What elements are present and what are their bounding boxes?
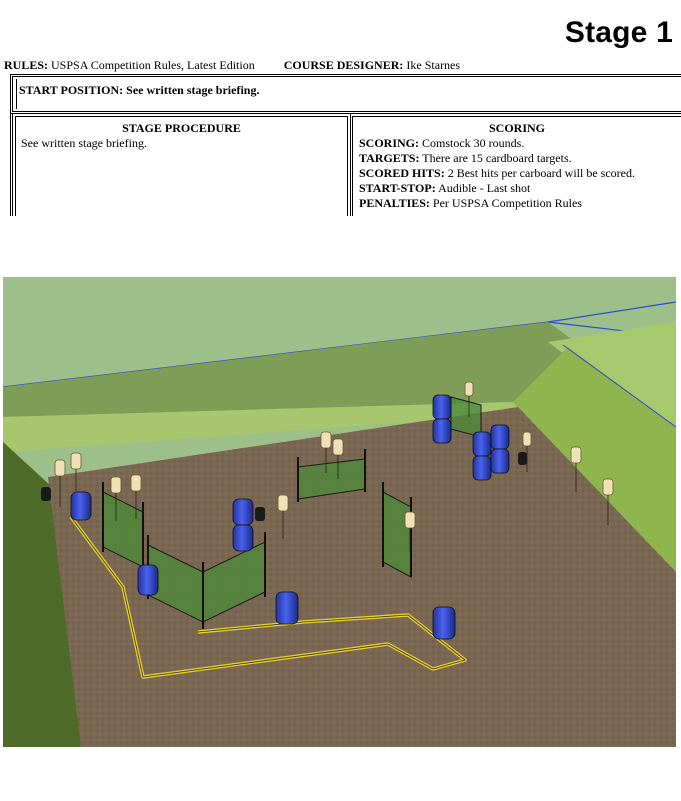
designer-label: COURSE DESIGNER:	[283, 58, 404, 72]
stage-procedure-text: See written stage briefing.	[21, 136, 147, 150]
back-berm-top	[3, 402, 548, 452]
barrels	[70, 394, 510, 640]
back-berm	[3, 322, 603, 417]
designer-value: Ike Starnes	[406, 58, 461, 72]
right-berm	[548, 322, 676, 427]
barrel	[490, 424, 510, 450]
start-position: START POSITION: See written stage briefi…	[19, 83, 259, 98]
start-position-box: START POSITION: See written stage briefi…	[10, 74, 681, 114]
wall-posts	[102, 449, 412, 629]
barrel	[472, 455, 492, 481]
scoring-line: SCORING: Comstock 30 rounds.	[359, 136, 525, 150]
barrel	[432, 394, 452, 420]
barrel	[275, 591, 299, 625]
start-position-value: See written stage briefing.	[126, 83, 260, 97]
no-shoots	[41, 452, 527, 521]
boundary-line	[562, 344, 676, 428]
rules-value: USPSA Competition Rules, Latest Edition	[51, 58, 255, 72]
barrel	[137, 564, 159, 596]
fault-line-shadow	[70, 516, 466, 678]
targets	[54, 381, 614, 552]
target	[320, 431, 332, 473]
barrel	[232, 498, 254, 526]
barrel	[490, 448, 510, 474]
target	[54, 459, 66, 507]
target	[332, 438, 344, 479]
start-stop-line: START-STOP: Audible - Last shot	[359, 181, 531, 195]
dirt-floor	[48, 407, 676, 747]
stage-title: Stage 1	[564, 16, 673, 49]
start-position-label: START POSITION:	[19, 83, 124, 97]
no-shoot-target	[41, 487, 51, 501]
target	[277, 494, 289, 539]
no-shoot-target	[255, 507, 265, 521]
scored-hits-line: SCORED HITS: 2 Best hits per carboard wi…	[359, 166, 635, 180]
rules-line: RULES: USPSA Competition Rules, Latest E…	[4, 58, 460, 73]
target	[110, 476, 122, 521]
stage-procedure-heading: STAGE PROCEDURE	[122, 121, 241, 135]
barrel	[472, 431, 492, 457]
targets-line: TARGETS: There are 15 cardboard targets.	[359, 151, 572, 165]
target	[130, 474, 142, 519]
target	[602, 478, 614, 525]
barrel	[70, 491, 92, 521]
barrel	[232, 524, 254, 552]
rules-label: RULES:	[4, 58, 49, 72]
stage-procedure-box: STAGE PROCEDURE See written stage briefi…	[10, 114, 351, 216]
target	[570, 446, 582, 492]
stage-diagram	[3, 277, 676, 747]
scoring-heading: SCORING	[488, 121, 545, 135]
penalties-line: PENALTIES: Per USPSA Competition Rules	[359, 196, 582, 210]
target	[464, 381, 474, 417]
barrel	[432, 418, 452, 444]
barrel	[432, 606, 456, 640]
scoring-box: SCORING SCORING: Comstock 30 rounds. TAR…	[351, 114, 681, 216]
wall	[382, 491, 412, 578]
no-shoot-target	[518, 452, 527, 465]
target	[522, 431, 532, 472]
target	[404, 511, 416, 552]
